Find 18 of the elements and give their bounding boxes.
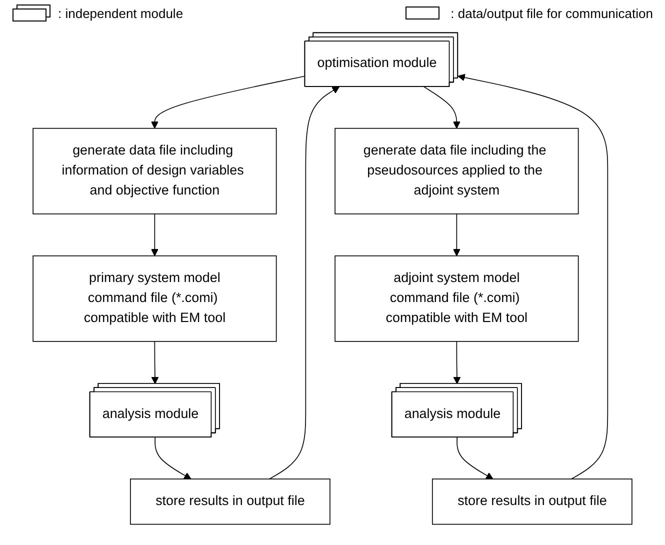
arrow [151, 341, 159, 384]
arrow [458, 74, 608, 480]
arrow [151, 213, 158, 256]
legend-text: : data/output file for communication [450, 6, 653, 20]
node-box: primary system model command file (*.comi) compatible with EM tool [32, 255, 277, 342]
node-box: store results in output file [432, 478, 632, 525]
arrow [151, 76, 306, 129]
arrow [424, 86, 460, 129]
arrow [268, 86, 340, 480]
node-box: adjoint system model command file (*.comi) compatible with EM tool [334, 255, 579, 342]
node-box: generate data file including information of design variables and objective function [32, 128, 277, 214]
arrow [456, 437, 494, 480]
node-box: store results in output file [130, 478, 330, 525]
node-box: generate data file including the pseudosources applied to the adjoint system [334, 128, 579, 214]
arrow [453, 213, 460, 256]
legend-text: : independent module [58, 6, 184, 20]
arrow [154, 437, 192, 480]
arrow [453, 341, 461, 384]
